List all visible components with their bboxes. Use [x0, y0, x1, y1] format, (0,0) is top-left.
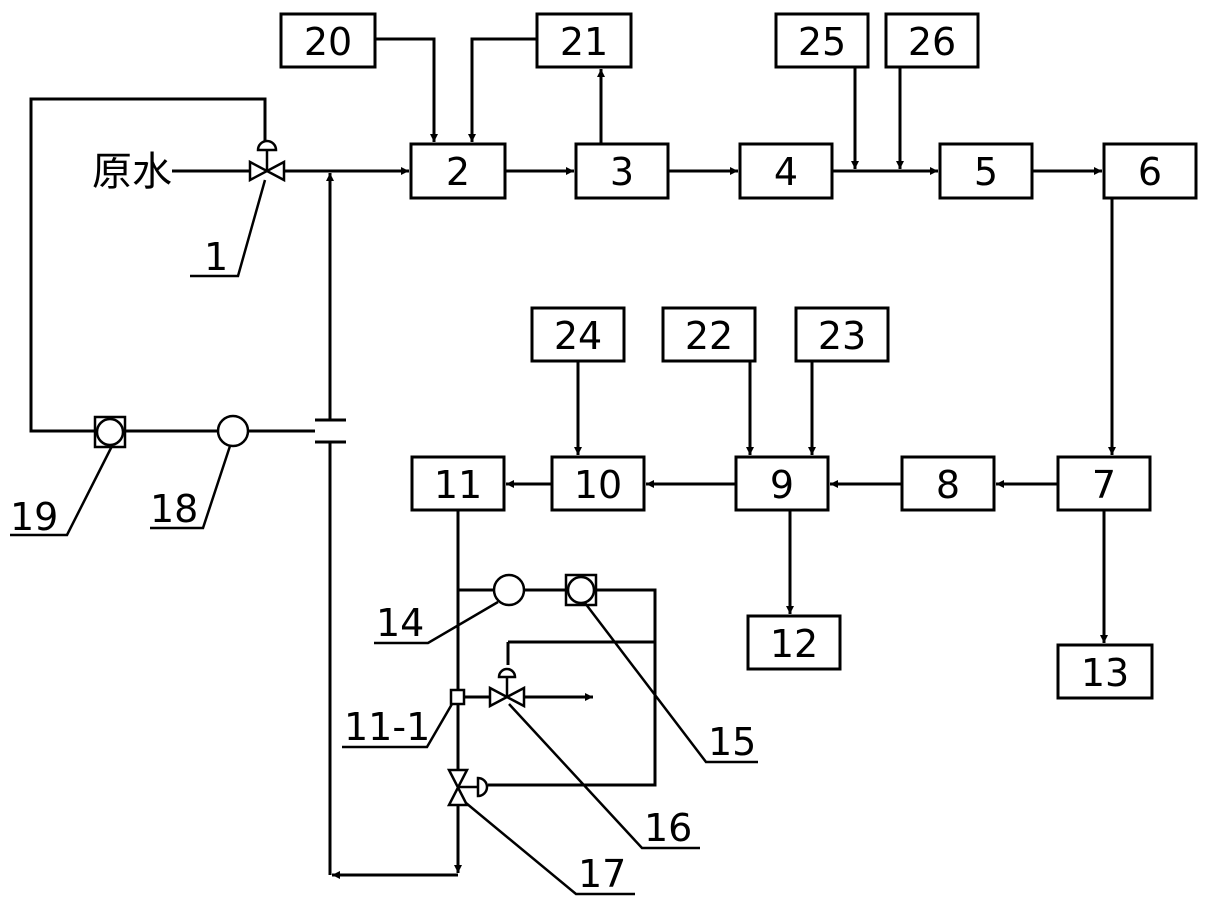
box-9: 9 [734, 455, 830, 512]
box-26-label: 26 [908, 20, 956, 64]
control-valve-1-icon [248, 139, 286, 183]
instrument-15-icon [564, 573, 598, 607]
control-valve-16-icon [488, 667, 526, 709]
control-valve-17-icon [446, 768, 489, 807]
callout-11-1: 11-1 [344, 705, 430, 749]
box-8: 8 [900, 455, 996, 512]
sampling-point-11-1-icon [449, 688, 466, 706]
box-7-label: 7 [1092, 463, 1116, 507]
box-25-label: 25 [798, 20, 846, 64]
box-24: 24 [530, 306, 626, 363]
box-4: 4 [738, 142, 834, 200]
callout-18: 18 [150, 487, 198, 531]
box-13-label: 13 [1081, 651, 1129, 695]
box-13: 13 [1056, 643, 1154, 700]
box-21-label: 21 [560, 20, 608, 64]
box-3-label: 3 [610, 150, 634, 194]
box-2-label: 2 [446, 150, 470, 194]
box-6: 6 [1102, 142, 1198, 200]
callout-19: 19 [10, 495, 58, 539]
box-4-label: 4 [774, 150, 798, 194]
box-9-label: 9 [770, 463, 794, 507]
callout-15: 15 [708, 720, 756, 764]
callout-17: 17 [578, 852, 626, 896]
raw-water-label: 原水 [92, 149, 172, 195]
box-5-label: 5 [974, 150, 998, 194]
box-2: 2 [409, 142, 507, 200]
box-23-label: 23 [818, 314, 866, 358]
box-8-label: 8 [936, 463, 960, 507]
box-22: 22 [661, 306, 757, 363]
box-20: 20 [279, 12, 377, 69]
callout-14: 14 [376, 601, 424, 645]
box-20-label: 20 [304, 20, 352, 64]
box-26: 26 [884, 12, 980, 69]
box-10-label: 10 [574, 463, 622, 507]
box-23: 23 [794, 306, 890, 363]
box-7: 7 [1056, 455, 1152, 512]
box-22-label: 22 [685, 314, 733, 358]
box-11: 11 [410, 455, 506, 512]
box-3: 3 [574, 142, 670, 200]
box-12: 12 [746, 614, 842, 671]
callout-16: 16 [644, 806, 692, 850]
box-10: 10 [550, 455, 646, 512]
box-11-label: 11 [434, 463, 482, 507]
callout-1: 1 [204, 235, 228, 279]
box-24-label: 24 [554, 314, 602, 358]
box-5: 5 [938, 142, 1034, 200]
box-12-label: 12 [770, 622, 818, 666]
instrument-19-icon [93, 415, 127, 449]
meter-18-icon [216, 414, 250, 448]
valve-1-control-line [29, 97, 267, 433]
box-6-label: 6 [1138, 150, 1162, 194]
meter-14-icon [492, 573, 526, 607]
box-25: 25 [774, 12, 870, 69]
box-21: 21 [535, 12, 633, 69]
